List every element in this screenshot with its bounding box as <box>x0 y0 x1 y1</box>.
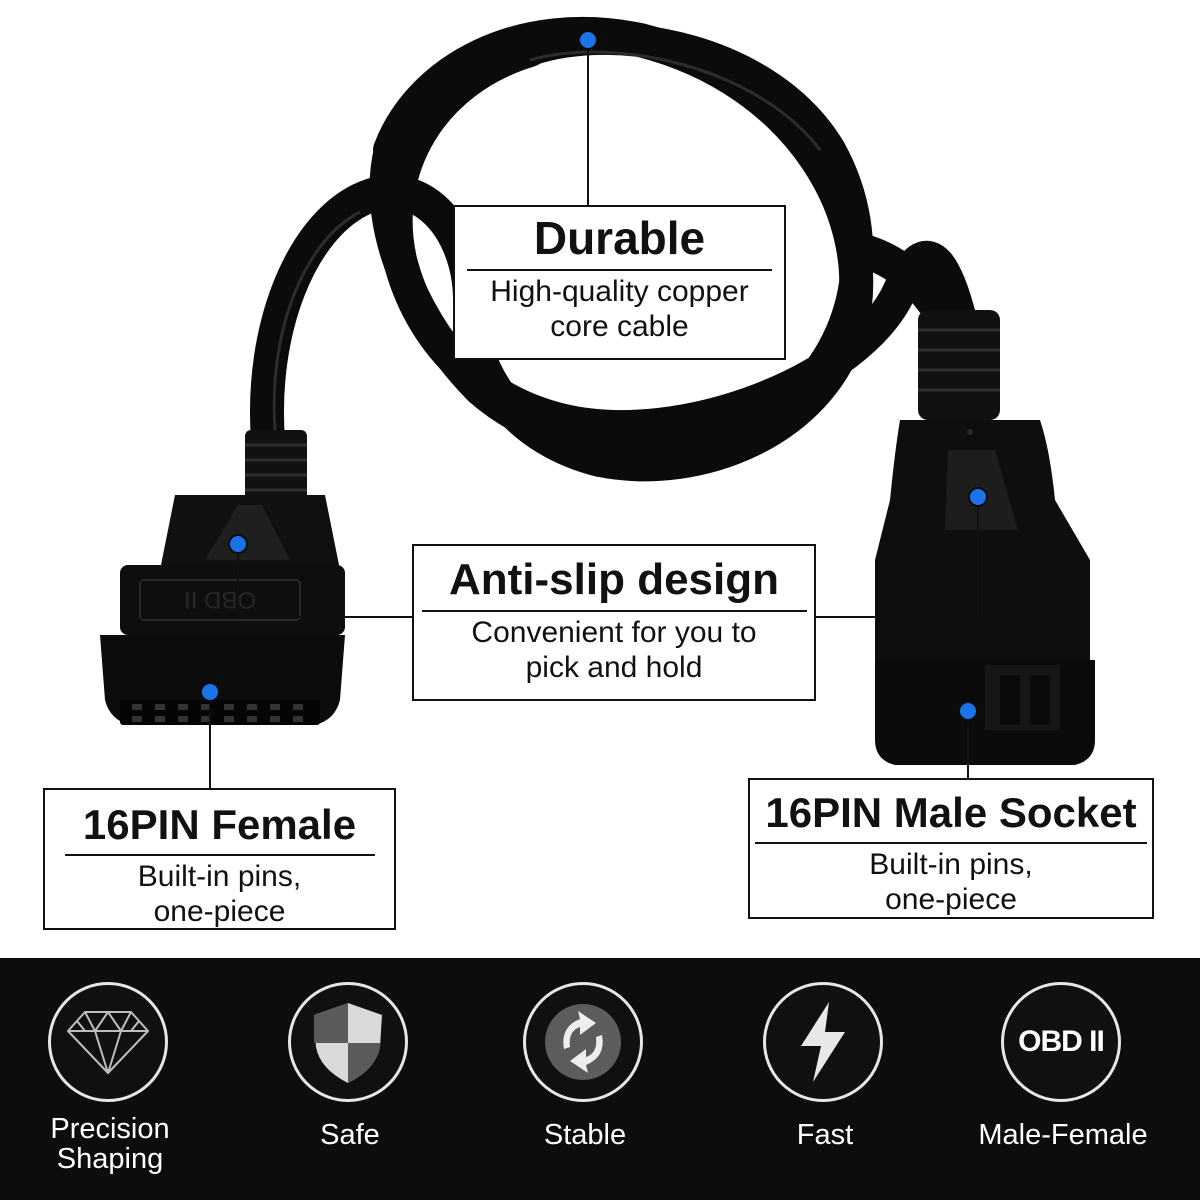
marker-antislip-right <box>968 487 988 507</box>
callout-16pin-female: 16PIN Female Built-in pins, one-piece <box>43 788 396 930</box>
callout-line-1: Convenient for you to <box>471 616 757 649</box>
obd-cable-illustration: OBD II <box>100 16 1095 788</box>
callout-durable: Durable High-quality copper core cable <box>453 205 786 360</box>
feature-label: Male-Female <box>978 1119 1148 1151</box>
callout-title: Durable <box>467 207 772 271</box>
feature-label: Safe <box>320 1119 380 1151</box>
leader-lines <box>209 40 979 788</box>
callout-title: 16PIN Female <box>64 790 375 856</box>
feature-fast: Fast <box>715 958 935 1200</box>
marker-durable <box>578 30 598 50</box>
obd-embossing: OBD II <box>184 586 256 613</box>
feature-label: Stable <box>543 1119 627 1151</box>
feature-safe: Safe <box>240 958 460 1200</box>
shield-icon <box>288 982 408 1102</box>
recycle-arrows-icon <box>523 982 643 1102</box>
cable <box>250 16 977 482</box>
lightning-icon <box>763 982 883 1102</box>
callout-markers <box>200 30 988 721</box>
marker-antislip-left <box>228 534 248 554</box>
callout-line-1: High-quality copper <box>490 275 749 308</box>
obd-badge-icon: OBD II <box>1001 982 1121 1102</box>
obd-badge-text: OBD II <box>1018 1025 1105 1058</box>
male-connector <box>875 310 1095 765</box>
female-connector: OBD II <box>100 430 345 725</box>
feature-stable: Stable <box>475 958 695 1200</box>
callout-line-1: Built-in pins, <box>137 860 302 893</box>
feature-male-female: OBD II Male-Female <box>953 958 1173 1200</box>
callout-line-2: pick and hold <box>525 650 703 684</box>
diamond-icon <box>48 982 168 1102</box>
feature-label: Fast <box>796 1119 854 1151</box>
callout-line-1: Built-in pins, <box>869 848 1033 881</box>
callout-line-2: one-piece <box>885 882 1017 916</box>
callout-line-2: core cable <box>550 309 689 343</box>
callout-line-2: one-piece <box>153 894 286 928</box>
callout-anti-slip: Anti-slip design Convenient for you to p… <box>412 544 816 701</box>
callout-title: Anti-slip design <box>421 546 807 612</box>
marker-female <box>200 682 220 702</box>
callout-16pin-male-socket: 16PIN Male Socket Built-in pins, one-pie… <box>748 778 1154 919</box>
callout-title: 16PIN Male Socket <box>755 780 1147 844</box>
marker-male <box>958 701 978 721</box>
